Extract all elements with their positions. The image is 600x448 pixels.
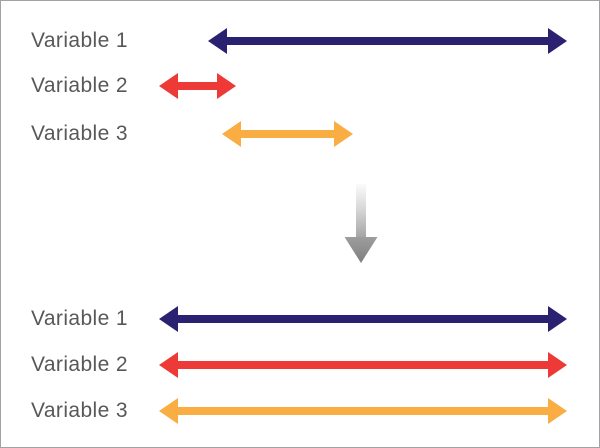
arrow-shaft <box>178 407 548 415</box>
arrow-shaft <box>241 130 334 138</box>
down-arrow-head <box>344 237 378 263</box>
variable-3-range-arrow-after <box>159 398 567 424</box>
variable-2-range-arrow-before <box>159 73 236 99</box>
variable-1-range-arrow-before <box>208 28 567 54</box>
arrow-left-head-icon <box>222 121 241 147</box>
arrow-left-head-icon <box>159 73 178 99</box>
arrow-right-head-icon <box>548 398 567 424</box>
arrow-right-head-icon <box>217 73 236 99</box>
arrow-shaft <box>178 361 548 369</box>
down-arrow-shaft <box>356 184 366 237</box>
variable-2-label-before: Variable 2 <box>31 74 129 97</box>
arrow-left-head-icon <box>159 398 178 424</box>
variable-3-label-before: Variable 3 <box>31 122 129 145</box>
down-arrow-icon <box>344 184 378 263</box>
arrow-left-head-icon <box>159 306 178 332</box>
arrow-shaft <box>178 82 217 90</box>
variable-1-label-after: Variable 1 <box>31 307 129 330</box>
arrow-shaft <box>227 37 548 45</box>
variable-2-label-after: Variable 2 <box>31 353 129 376</box>
variable-3-range-arrow-before <box>222 121 353 147</box>
variable-1-range-arrow-after <box>159 306 567 332</box>
arrow-right-head-icon <box>548 306 567 332</box>
variable-2-range-arrow-after <box>159 352 567 378</box>
arrow-left-head-icon <box>159 352 178 378</box>
arrow-shaft <box>178 315 548 323</box>
arrow-left-head-icon <box>208 28 227 54</box>
variable-1-label-before: Variable 1 <box>31 29 129 52</box>
arrow-right-head-icon <box>334 121 353 147</box>
arrow-right-head-icon <box>548 28 567 54</box>
variable-3-label-after: Variable 3 <box>31 399 129 422</box>
arrow-right-head-icon <box>548 352 567 378</box>
